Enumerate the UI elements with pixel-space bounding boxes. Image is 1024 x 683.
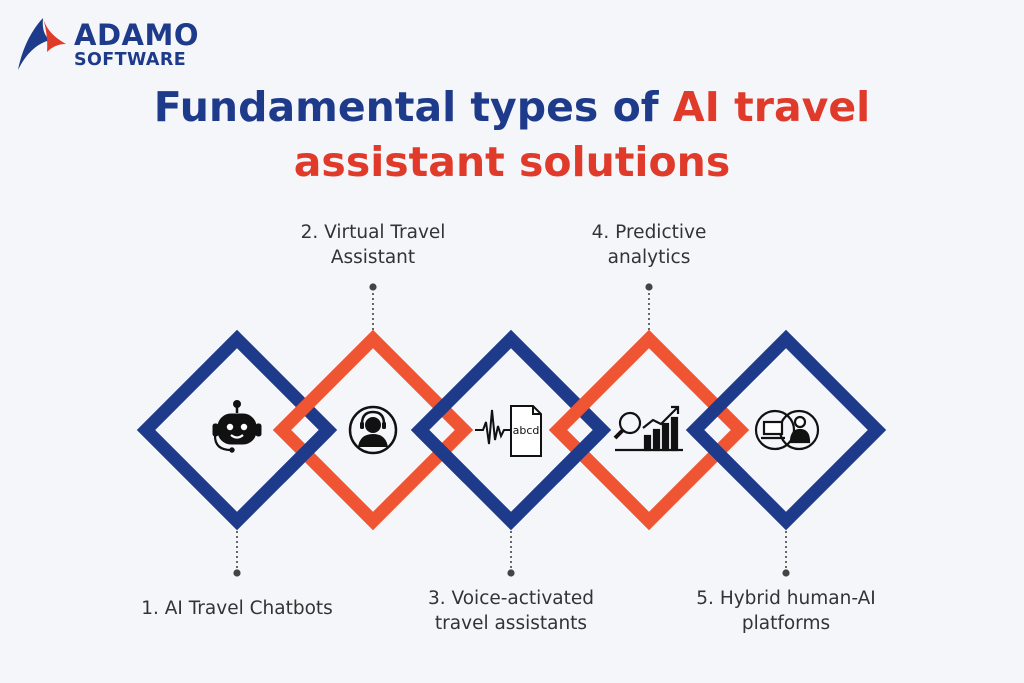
overlap-1: [275, 425, 333, 483]
connector-dot-4: [645, 283, 653, 291]
overlap-5: [690, 425, 748, 483]
brand-subname: SOFTWARE: [74, 50, 187, 70]
connector-dot-2: [369, 283, 377, 291]
item-label-4: 4. Predictive analytics: [591, 222, 707, 268]
page-title: Fundamental types of AI travel assistant…: [0, 80, 1024, 190]
item-label-1: 1. AI Travel Chatbots: [141, 598, 333, 619]
analytics-chart-icon: [613, 405, 683, 452]
item-label-5: 5. Hybrid human-AI platforms: [696, 588, 876, 634]
diamond-3: [410, 329, 612, 531]
item-label-3: 3. Voice-activated travel assistants: [427, 588, 594, 634]
diamond-5: [685, 329, 887, 531]
connectors: [236, 288, 787, 572]
headset-agent-icon: [348, 405, 398, 455]
title-accent: AI travel: [672, 83, 871, 131]
brand-logo: ADAMO SOFTWARE: [14, 14, 224, 76]
diamond-4: [548, 329, 750, 531]
title-accent-line2: assistant solutions: [293, 138, 731, 186]
overlap-3b: [549, 425, 607, 483]
brand-name: ADAMO: [74, 18, 199, 52]
robot-chatbot-icon: [212, 400, 262, 453]
overlap-3: [415, 425, 473, 483]
connector-dot-1: [233, 569, 241, 577]
item-label-2: 2. Virtual Travel Assistant: [300, 222, 446, 268]
diamond-2: [272, 329, 474, 531]
connector-dot-5: [782, 569, 790, 577]
svg-text:abcd: abcd: [513, 424, 540, 437]
human-computer-icon: [754, 409, 820, 451]
logo-mark-icon: [18, 18, 66, 70]
connector-dot-3: [507, 569, 515, 577]
diamond-1: [136, 329, 338, 531]
voice-to-text-icon: abcd: [475, 405, 542, 457]
title-part: Fundamental types of: [153, 83, 673, 131]
